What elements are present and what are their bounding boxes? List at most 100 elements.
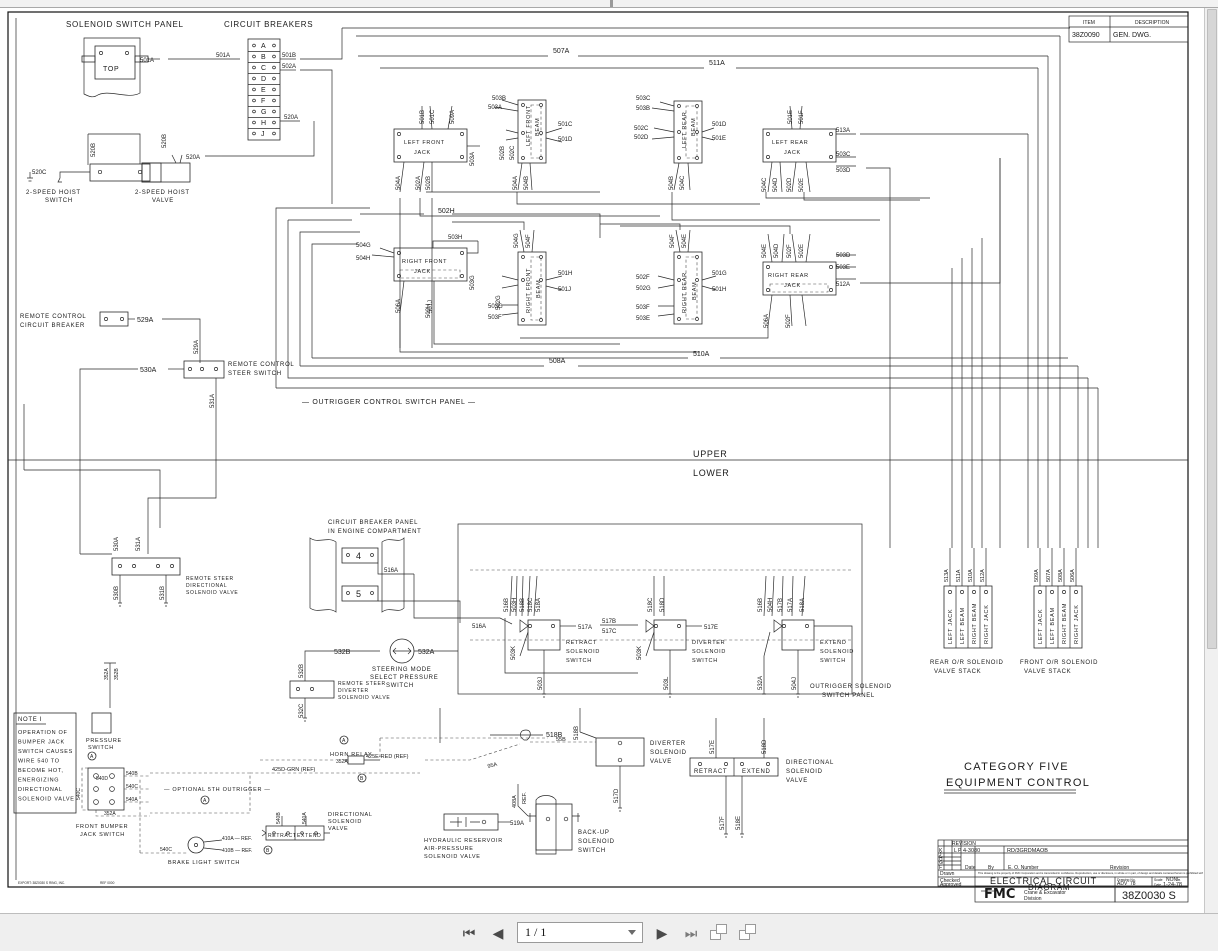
header-revision-table: ITEM DESCRIPTION 38Z0090 GEN. DWG. [1068,15,1189,43]
previous-view-icon[interactable] [710,923,730,942]
wire-540a-bump: 540A [126,797,138,803]
hoist-switch-label-1: 2-SPEED HOIST [26,190,81,196]
rev-row-f: F [939,865,942,871]
drawing-title-1: ELECTRICAL CIRCUIT [990,876,1097,886]
wire-504d-rrj: 504D [774,243,780,258]
diverter-solenoid-valve: DIVERTER SOLENOID VALVE 518B 518B 55B 51… [425,708,687,812]
wire-502f-rrj: 502F [787,244,793,258]
chevron-down-icon[interactable] [628,930,636,935]
remote-steer-sw-label-2: STEER SWITCH [228,371,282,377]
vertical-scrollbar-thumb[interactable] [1207,9,1217,649]
wire-508a: 508A [549,358,566,365]
wire-503l-d: 503L [664,676,670,690]
adv-label: ADV [1117,881,1128,887]
breaker-terminal-left [252,87,256,92]
first-page-button[interactable]: ⏮ [462,924,476,941]
dir-sol-mini-label-1: DIRECTIONAL [328,812,373,818]
scale-value: NONE [1166,877,1181,883]
wire-352a-bump: 352A [104,811,116,817]
front-outrigger-valve-stack: LEFT JACK LEFT BEAM RIGHT BEAM RIGHT JAC… [1020,548,1097,675]
wire-503g-rfb: 503G [488,304,503,310]
wire-517b-e: 517B [778,598,784,612]
front-stack-wire-0: 509A [1034,569,1040,582]
circuit-breakers-title: CIRCUIT BREAKERS [224,20,313,29]
next-page-button[interactable]: ▶ [656,924,668,941]
next-view-icon[interactable] [739,923,759,942]
diverter-valve-label-2: SOLENOID [650,750,687,756]
remote-control-group: REMOTE CONTROL CIRCUIT BREAKER 529A 529A… [20,311,294,555]
wire-518d-v: 518D [762,739,768,754]
optional-5th-label: — OPTIONAL 5TH OUTRIGGER — [164,787,271,793]
front-bumper-label-2: JACK SWITCH [80,832,125,838]
remote-cb-label-1: REMOTE CONTROL [20,314,86,320]
front-stack-item-0: LEFT JACK [1038,609,1044,644]
wire-530a-low: 530A [114,537,120,551]
wire-517a-r: 517A [578,625,592,631]
wire-517e-d: 517E [704,625,718,631]
wire-501h-rfb: 501H [558,271,572,277]
wire-506a-rrj: 506A [764,314,770,328]
dir-sol-mini-label-2: SOLENOID [328,819,362,825]
right-front-beam-label-2: BEAM [536,280,542,298]
steering-mode-label-2: SELECT PRESSURE [370,675,438,681]
hydraulic-reservoir-valve: 519A HYDRAULIC RESERVOIR AIR-PRESSURE SO… [424,813,524,860]
wire-530b: 530B [114,586,120,600]
wire-501e-lrb: 501E [712,136,726,142]
horizontal-scrollbar-thumb[interactable] [610,0,613,7]
drawing-canvas[interactable]: ITEM DESCRIPTION 38Z0090 GEN. DWG. SOLEN… [0,8,1203,913]
front-stack-item-3: RIGHT JACK [1074,604,1080,644]
breaker-label-a: A [261,43,266,50]
wire-504f-rrb: 504F [670,234,676,248]
left-front-beam-label-2: BEAM [535,118,541,136]
breaker-terminal-left [252,65,256,70]
previous-page-button[interactable]: ◀ [492,924,504,941]
page-number-select[interactable]: 1 / 1 [517,922,643,943]
steering-mode-label-3: SWITCH [386,683,414,689]
note-line-3: WIRE 540 TO [18,759,60,765]
wire-513a-lrj: 513A [836,128,850,134]
cb-number-5: 5 [356,589,361,599]
solenoid-panel-top-label: TOP [103,66,119,73]
wire-518e: 518E [736,816,742,830]
breaker-label-f: F [261,98,265,105]
breaker-terminal-left [252,109,256,114]
left-front-jack-label-2: JACK [414,150,431,156]
wire-502b-lfb: 502B [500,146,506,160]
breaker-label-e: E [261,87,266,94]
category-title-2: EQUIPMENT CONTROL [946,777,1090,789]
wire-540b-bump: 540B [126,771,138,777]
wire-530a: 530A [140,367,157,374]
rear-stack-item-1: LEFT BEAM [960,607,966,644]
wire-504h-rfj: 504H [356,256,370,262]
directional-solenoid-valve: RETRACT EXTEND DIRECTIONAL SOLENOID VALV… [689,718,833,838]
wire-520a-valve: 520A [186,155,200,161]
left-rear-jack: LEFT REAR JACK 501E 501F 513A 503C 503D … [762,105,1028,253]
rsdiv-label-3: SOLENOID VALVE [338,695,390,701]
wire-511a: 511A [709,60,725,67]
wire-540c-bump: 540C [76,788,82,800]
wire-510a: 510A [693,351,710,358]
wire-540a-mini: 540A [302,812,308,824]
wire-520a-top: 520A [284,115,298,121]
breaker-terminal-left [252,76,256,81]
wire-502g-rrb: 502G [636,286,651,292]
upper-bus-lines: 507A 511A 508A 510A [275,27,1098,389]
remote-cb-label-2: CIRCUIT BREAKER [20,323,85,329]
wire-516b-r: 516B [504,598,510,612]
mini-extend-label: EXTEND [297,833,321,839]
rev-eo: 4-3080 [963,848,980,854]
horizontal-scrollbar[interactable] [0,0,1218,8]
wire-518c-r: 518C [528,597,534,612]
last-page-button[interactable]: ⏭ [684,924,698,941]
left-front-jack: LEFT FRONT JACK 501B 501C 509A 503A 504A… [393,105,480,208]
checked-label: Checked [940,878,960,884]
front-stack-wire-2: 508A [1058,569,1064,582]
rev-letter-k: K [939,848,943,854]
wire-512a-rrj: 512A [836,282,850,288]
rear-stack-item-2: RIGHT BEAM [972,603,978,644]
vertical-scrollbar[interactable] [1204,8,1218,913]
revision-header: REVISION [952,841,976,847]
engine-circuit-breaker-panel: CIRCUIT BREAKER PANEL IN ENGINE COMPARTM… [309,520,470,623]
wire-520b-b: 520B [162,134,168,148]
